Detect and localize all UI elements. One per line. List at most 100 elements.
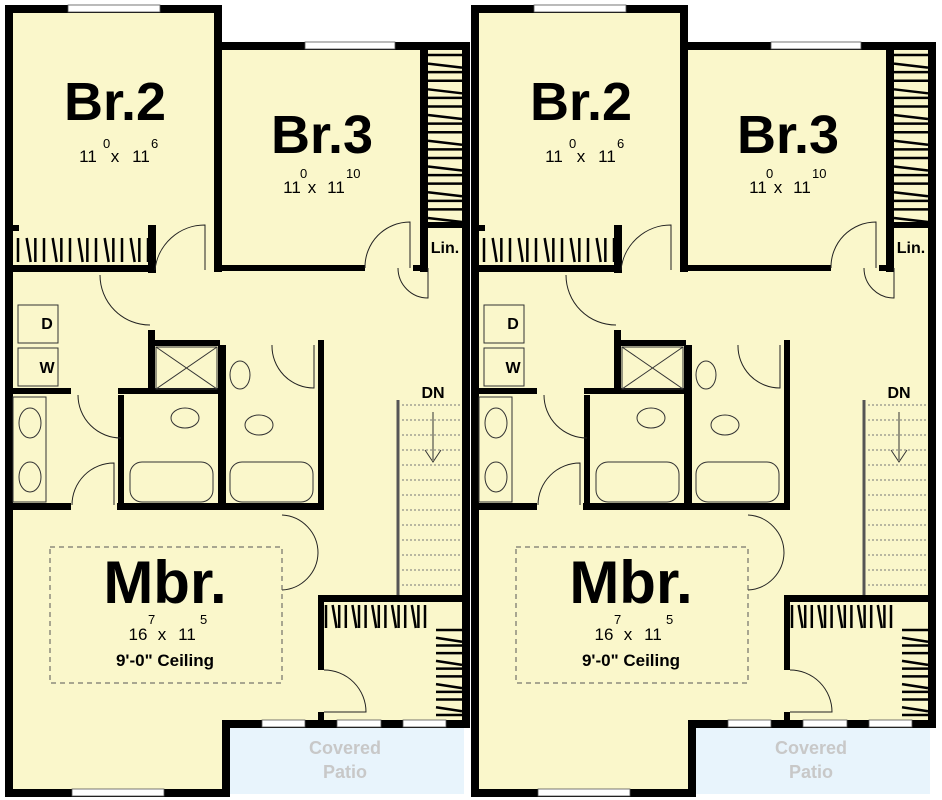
closet-hanger <box>427 216 463 224</box>
closet-hanger <box>427 165 463 172</box>
wall <box>148 330 155 394</box>
ceiling-outline <box>515 546 749 684</box>
wall <box>894 222 928 228</box>
mbr-length-inches: 5 <box>666 612 673 627</box>
window <box>71 788 165 797</box>
sink <box>695 360 717 390</box>
wall <box>584 388 688 394</box>
door-swing <box>565 274 617 326</box>
wall <box>218 345 226 509</box>
closet-hanger <box>435 706 463 713</box>
bathtub <box>229 461 314 503</box>
wall <box>214 265 365 271</box>
door-swing <box>737 344 781 389</box>
closet-hanger <box>876 604 884 629</box>
closet-hanger <box>491 237 498 263</box>
closet-hanger <box>435 659 463 667</box>
window <box>261 719 306 728</box>
sink <box>18 461 42 493</box>
window <box>67 4 161 13</box>
wall <box>118 388 222 394</box>
closet-hanger <box>370 604 378 629</box>
sink <box>18 407 42 439</box>
unit-right-geometry <box>471 4 936 797</box>
closet-hanger <box>893 191 929 198</box>
dryer-label: D <box>507 316 519 333</box>
wall <box>928 42 936 728</box>
mbr-length-inches: 5 <box>200 612 207 627</box>
mbr-length: 11 <box>178 625 196 644</box>
stair-arrow <box>890 412 908 463</box>
br3-length: 11 <box>327 178 345 197</box>
wall <box>214 5 222 50</box>
window <box>336 719 382 728</box>
closet-hanger <box>856 604 864 629</box>
mbr-x: x <box>624 625 633 644</box>
mbr-dimensions: 16 7 x 11 5 <box>595 612 674 644</box>
window <box>727 719 772 728</box>
dryer <box>483 304 525 344</box>
closet-hanger <box>517 237 524 263</box>
door-swing <box>543 394 588 439</box>
window <box>770 41 862 50</box>
wall <box>318 712 324 722</box>
mbr-dimensions: 16 7 x 11 5 <box>129 612 208 644</box>
door-swing <box>281 552 319 591</box>
br2-x: x <box>111 147 120 166</box>
sink <box>229 360 251 390</box>
closet-hanger <box>25 237 32 263</box>
stair-arrow <box>424 412 442 463</box>
unit-left-geometry <box>5 4 470 797</box>
closet-hanger <box>427 88 463 95</box>
closet-hanger <box>543 237 550 263</box>
br2-label: Br.2 <box>64 72 166 132</box>
closet-hanger <box>390 604 398 629</box>
closet-hanger <box>836 604 844 629</box>
closet-hanger <box>893 88 929 95</box>
door-swing <box>620 224 672 271</box>
wall <box>479 265 621 272</box>
washer-label: W <box>505 360 521 377</box>
br2-width: 11 <box>79 147 97 166</box>
wall <box>479 225 485 231</box>
wall <box>13 265 155 272</box>
closet-hanger <box>817 604 824 629</box>
closet-hanger <box>569 237 576 263</box>
closet-hanger <box>893 165 929 172</box>
wall <box>13 225 19 231</box>
br2-length: 11 <box>132 147 150 166</box>
closet-hanger <box>351 604 358 629</box>
mbr-ceiling: 9'-0" Ceiling <box>582 651 680 670</box>
wall <box>5 5 13 797</box>
mbr-width: 16 <box>129 625 148 644</box>
wall <box>784 595 936 602</box>
bathtub <box>129 461 214 503</box>
wall <box>13 503 71 510</box>
closet-hanger <box>129 237 136 263</box>
br3-dimensions: 11 0 x 11 10 <box>749 166 826 197</box>
patio-label-line2: Patio <box>323 762 367 782</box>
door-swing <box>364 221 411 269</box>
wall <box>117 503 324 510</box>
wall <box>680 48 688 272</box>
shower-x <box>155 346 218 390</box>
closet-hanger <box>893 216 929 224</box>
br3-width-inches: 0 <box>300 166 307 181</box>
closet-hanger <box>77 237 84 263</box>
closet-hanger <box>893 113 929 121</box>
br3-label: Br.3 <box>271 105 373 165</box>
closet-hanger <box>893 62 929 69</box>
wall <box>13 388 71 394</box>
closet-hanger <box>901 682 929 690</box>
shower-x <box>621 346 684 390</box>
door-swing <box>323 669 367 713</box>
linen-label: Lin. <box>431 240 459 257</box>
dryer <box>17 304 59 344</box>
ceiling-outline <box>49 546 283 684</box>
door-swing <box>281 514 319 554</box>
closet-hanger <box>901 659 929 667</box>
unit-right: Br.2 11 0 x 11 6 Br.3 11 0 x 11 10 Lin. … <box>471 4 936 797</box>
door-swing <box>830 221 877 269</box>
wall <box>428 222 462 228</box>
toilet <box>710 414 740 436</box>
